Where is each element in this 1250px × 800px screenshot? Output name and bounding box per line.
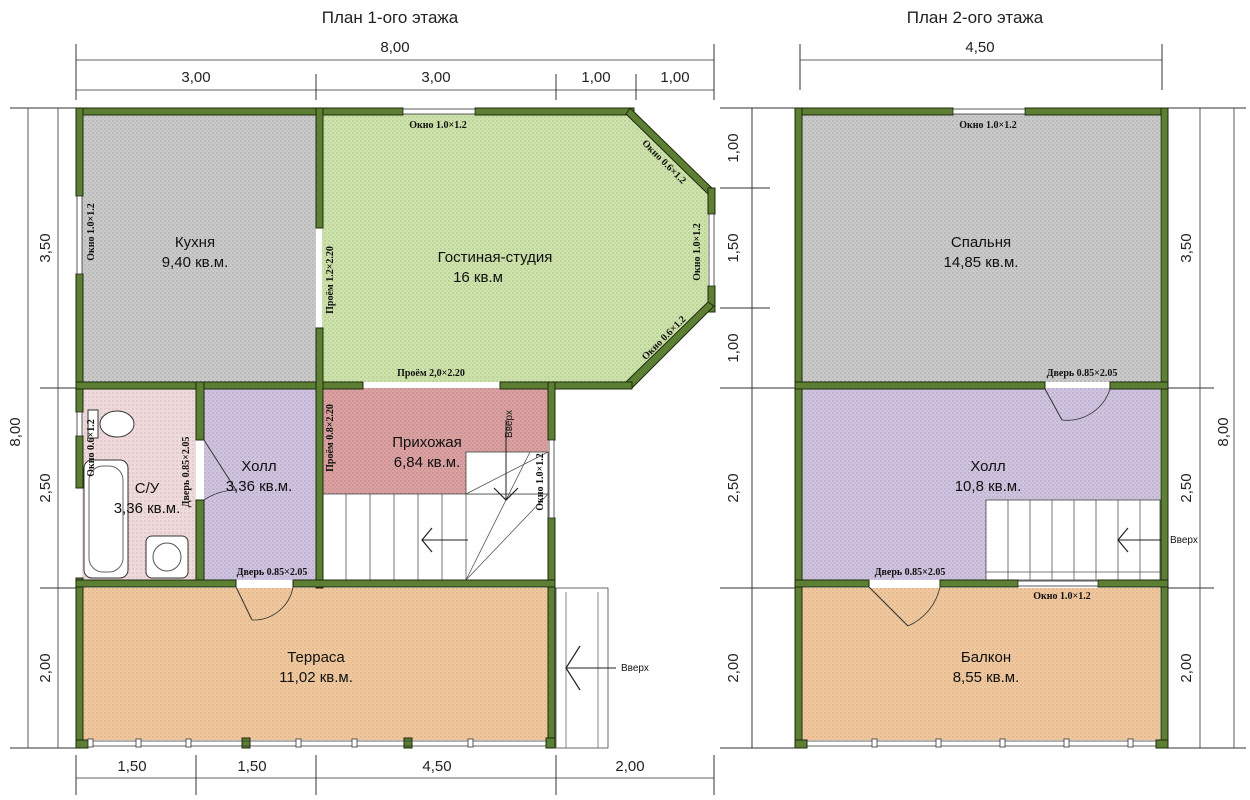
window-stair-label: Окно 1.0×1.2	[535, 453, 546, 511]
dim-top-total: 8,00	[380, 39, 409, 56]
living-area-label: 16 кв.м	[453, 269, 503, 286]
hallway-area-label: 6,84 кв.м.	[394, 454, 461, 471]
floor-1-top-dimensions: 8,00 3,00 3,00 1,00 1,00	[75, 39, 715, 100]
dim-bottom-1: 1,50	[117, 758, 146, 775]
f2-window-top-label: Окно 1.0×1.2	[959, 120, 1017, 131]
f2-dim-right-3: 2,00	[1178, 653, 1195, 682]
f2-stair-up-label: Вверх	[1170, 535, 1198, 546]
door-terrace-label: Дверь 0.85×2.05	[237, 567, 308, 578]
bath-area-label: 3,36 кв.м.	[114, 500, 181, 517]
f2-dim-right-1: 3,50	[1178, 233, 1195, 262]
dim-left-3: 2,00	[37, 653, 54, 682]
floor-1-openings	[76, 108, 715, 621]
hallway-name: Прихожая	[392, 434, 462, 451]
opening-kitchen-label: Проём 1.2×2.20	[325, 246, 336, 314]
living-name: Гостиная-студия	[438, 249, 553, 266]
bedroom-name: Спальня	[951, 234, 1011, 251]
bedroom-area	[802, 114, 1160, 382]
f2-dim-top: 4,50	[965, 39, 994, 56]
terrace-name: Терраса	[287, 649, 345, 666]
f2-hall-name: Холл	[970, 458, 1005, 475]
floor-1-plan: План 1-ого этажа 8,00 3,00 3,00 1,00 1,0…	[7, 8, 770, 795]
terrace-railing	[87, 738, 546, 748]
floor-1-right-dimensions: 1,00 1,50 1,00 2,50 2,00	[720, 107, 770, 749]
terrace-area-label: 11,02 кв.м.	[279, 669, 353, 686]
balcony-area	[802, 588, 1160, 740]
floor-1-left-dimensions: 8,00 3,50 2,50 2,00	[7, 107, 80, 749]
bath-name: С/У	[135, 480, 160, 497]
f2-window-hall-label: Окно 1.0×1.2	[1033, 591, 1091, 602]
porch-staircase: Вверх	[555, 587, 649, 749]
f2-door-balcony-label: Дверь 0.85×2.05	[875, 567, 946, 578]
kitchen-name: Кухня	[175, 234, 215, 251]
kitchen-area	[82, 114, 316, 382]
window-top-label: Окно 1.0×1.2	[409, 120, 467, 131]
floor-2-title: План 2-ого этажа	[907, 8, 1044, 27]
window-kitchen-label: Окно 1.0×1.2	[86, 203, 97, 261]
floor-1-bottom-dimensions: 1,50 1,50 4,50 2,00	[75, 755, 715, 795]
window-right-label: Окно 1.0×1.2	[692, 223, 703, 281]
porch-up-label: Вверх	[621, 663, 649, 674]
dim-top-1: 3,00	[181, 69, 210, 86]
dim-left-total: 8,00	[7, 417, 24, 446]
f2-hall-area-label: 10,8 кв.м.	[955, 478, 1022, 495]
f2-dim-right-2: 2,50	[1178, 473, 1195, 502]
floor-1-walls	[75, 107, 716, 749]
floor-2-plan: План 2-ого этажа 4,50 3,50 2,50 2,00 8,0…	[751, 8, 1246, 749]
hall-area	[204, 388, 316, 580]
dim-top-4: 1,00	[660, 69, 689, 86]
f2-door-bedroom-label: Дверь 0.85×2.05	[1047, 368, 1118, 379]
dim-bottom-4: 2,00	[615, 758, 644, 775]
dim-right-2: 1,50	[725, 233, 742, 262]
opening-hall-label: Проём 0.8×2.20	[325, 404, 336, 472]
dim-right-5: 2,00	[725, 653, 742, 682]
kitchen-area-label: 9,40 кв.м.	[162, 254, 229, 271]
bathroom-fixtures	[83, 409, 189, 579]
dim-right-1: 1,00	[725, 133, 742, 162]
dim-right-4: 2,50	[725, 473, 742, 502]
floor-2-staircase: Вверх	[985, 499, 1198, 581]
floor-1-title: План 1-ого этажа	[322, 8, 459, 27]
stair-up-label: Вверх	[504, 410, 515, 438]
balcony-railing	[807, 738, 1156, 748]
dim-top-3: 1,00	[581, 69, 610, 86]
door-bath-label: Дверь 0.85×2.05	[181, 437, 192, 508]
dim-top-2: 3,00	[421, 69, 450, 86]
floor-2-left-dimensions	[751, 107, 800, 749]
terrace-area	[82, 588, 554, 740]
opening-living-label: Проём 2,0×2.20	[397, 368, 465, 379]
hall-area-label: 3,36 кв.м.	[226, 478, 293, 495]
floor-2-top-dimensions: 4,50	[799, 39, 1163, 90]
bedroom-area-label: 14,85 кв.м.	[944, 254, 1019, 271]
floor-2-walls	[794, 107, 1169, 749]
dim-left-1: 3,50	[37, 233, 54, 262]
floor-2-openings	[868, 108, 1111, 627]
dim-bottom-3: 4,50	[422, 758, 451, 775]
balcony-name: Балкон	[961, 649, 1011, 666]
balcony-area-label: 8,55 кв.м.	[953, 669, 1020, 686]
window-bath-label: Окно 0.6×1.2	[86, 419, 97, 477]
hall-name: Холл	[241, 458, 276, 475]
floor-2-right-dimensions: 3,50 2,50 2,00 8,00	[1168, 107, 1246, 749]
dim-right-3: 1,00	[725, 333, 742, 362]
floor-1-staircase: Вверх	[321, 410, 549, 581]
dim-left-2: 2,50	[37, 473, 54, 502]
living-studio-area	[322, 114, 708, 382]
dim-bottom-2: 1,50	[237, 758, 266, 775]
f2-dim-right-total: 8,00	[1215, 417, 1232, 446]
